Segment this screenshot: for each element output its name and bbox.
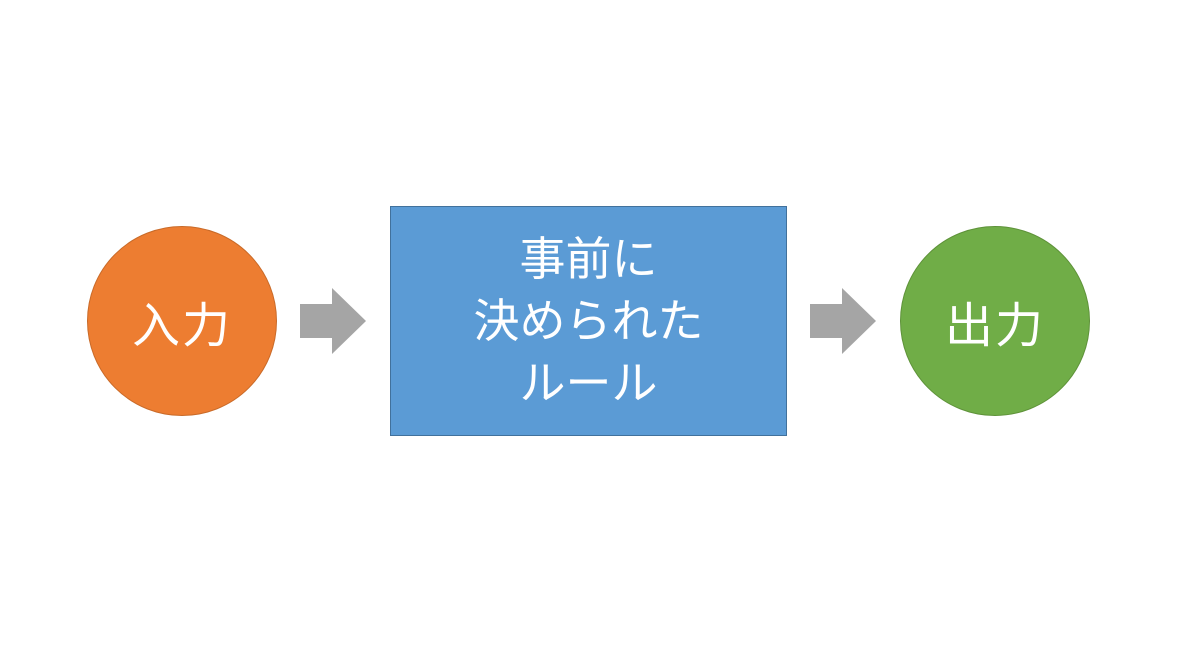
input-label: 入力 [131, 298, 232, 354]
right-arrow-icon [810, 288, 876, 354]
input-node: 入力 [87, 226, 277, 416]
output-label: 出力 [944, 298, 1045, 354]
rule-line-3: ルール [519, 356, 658, 410]
rule-line-2: 決められた [473, 294, 704, 348]
right-arrow-icon [300, 288, 366, 354]
output-node: 出力 [900, 226, 1090, 416]
rule-line-1: 事前に [519, 232, 658, 286]
rule-node: 事前に 決められた ルール [390, 206, 787, 436]
